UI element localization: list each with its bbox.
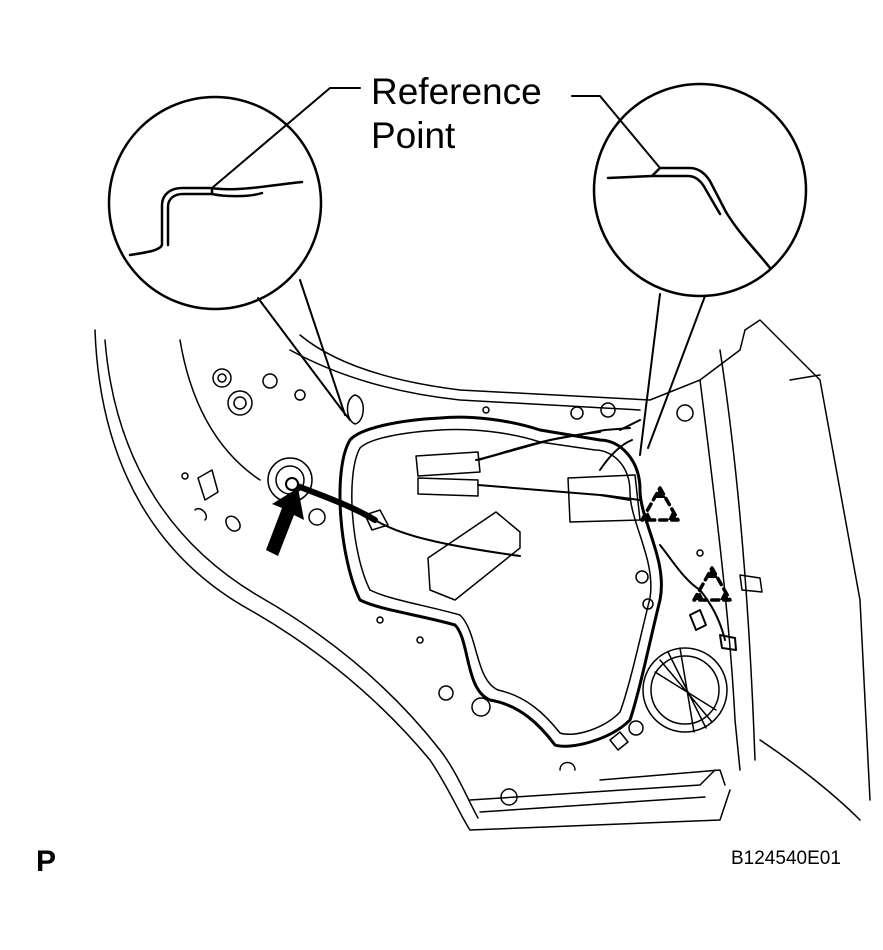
reference-point-line2: Point	[371, 115, 456, 156]
door-frame	[94, 319, 871, 831]
triangle-clip-marker-icon	[640, 486, 732, 602]
clip-corner-markers	[642, 488, 730, 600]
reference-point-label: Reference Point	[371, 70, 542, 158]
right-detail-circle	[592, 82, 808, 298]
left-magnifier-lines	[257, 279, 351, 421]
left-detail-circle	[107, 95, 323, 311]
reference-point-line1: Reference	[371, 71, 542, 112]
right-magnifier-lines	[639, 293, 706, 456]
figure-id: B124540E01	[731, 848, 841, 869]
lock-cables	[475, 419, 641, 501]
arrow-icon	[266, 488, 304, 556]
connectors	[659, 544, 737, 651]
reference-leader-lines	[211, 87, 661, 189]
wiring-harness	[338, 415, 663, 748]
handle-cable	[285, 477, 521, 557]
page-mark: P	[36, 845, 57, 878]
panel-features	[181, 368, 763, 806]
